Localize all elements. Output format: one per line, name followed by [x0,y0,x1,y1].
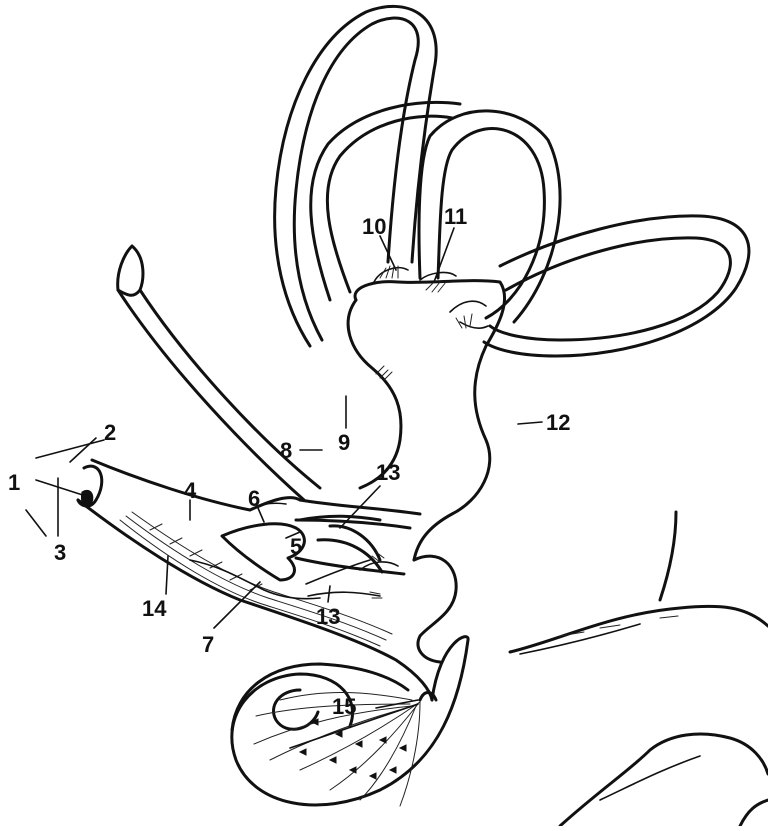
temporal-bone-outline [510,512,768,826]
label-15: 15 [332,694,356,719]
label-7: 7 [202,632,214,657]
vestibular-nerve-branches [300,516,384,598]
label-4: 4 [184,478,197,503]
vestibule [348,266,504,560]
label-13-upper: 13 [376,460,400,485]
lateral-semicircular-canal [484,216,749,356]
label-3: 3 [54,540,66,565]
label-9: 9 [338,430,350,455]
posterior-semicircular-canal [311,102,560,322]
label-11: 11 [444,204,467,229]
utriculosaccular-duct [296,500,420,528]
label-5: 5 [290,534,302,559]
label-13-lower: 13 [316,604,340,629]
label-8: 8 [280,438,292,463]
label-12: 12 [546,410,570,435]
label-2: 2 [104,420,116,445]
label-1: 1 [8,470,20,495]
label-6: 6 [248,486,260,511]
label-10: 10 [362,214,386,239]
label-14: 14 [142,596,167,621]
